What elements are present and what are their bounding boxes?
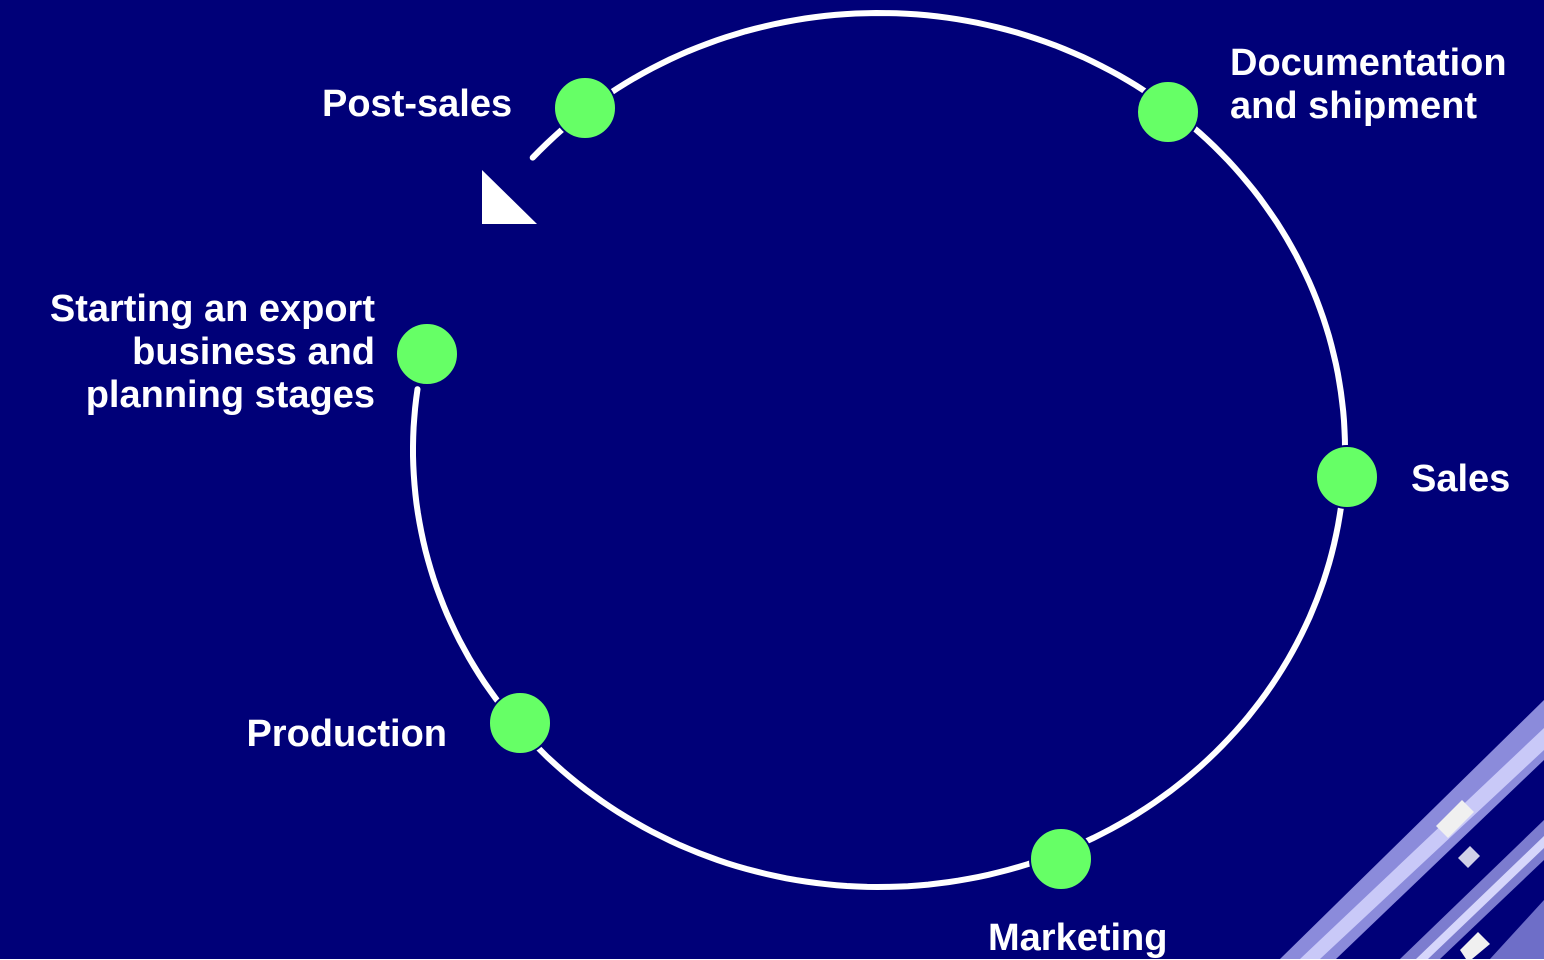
stage-dot-post-sales [553,76,617,140]
stage-label-production: Production [246,713,447,755]
corner-stripes-decoration [1280,700,1544,959]
cycle-arc [410,9,1349,891]
stage-dot-production [488,691,552,755]
stage-dots [395,76,1379,891]
stage-label-starting: Starting an export business and planning… [49,288,375,416]
stage-label-documentation: Documentation and shipment [1230,42,1507,127]
triangle-arrow-icon [482,170,537,224]
stage-dot-marketing [1029,827,1093,891]
stage-label-sales: Sales [1411,458,1511,500]
stage-label-marketing: Marketing [988,917,1168,959]
stage-dot-documentation [1136,80,1200,144]
stage-label-post-sales: Post-sales [322,83,513,125]
stage-dot-starting [395,322,459,386]
stage-dot-sales [1315,445,1379,509]
